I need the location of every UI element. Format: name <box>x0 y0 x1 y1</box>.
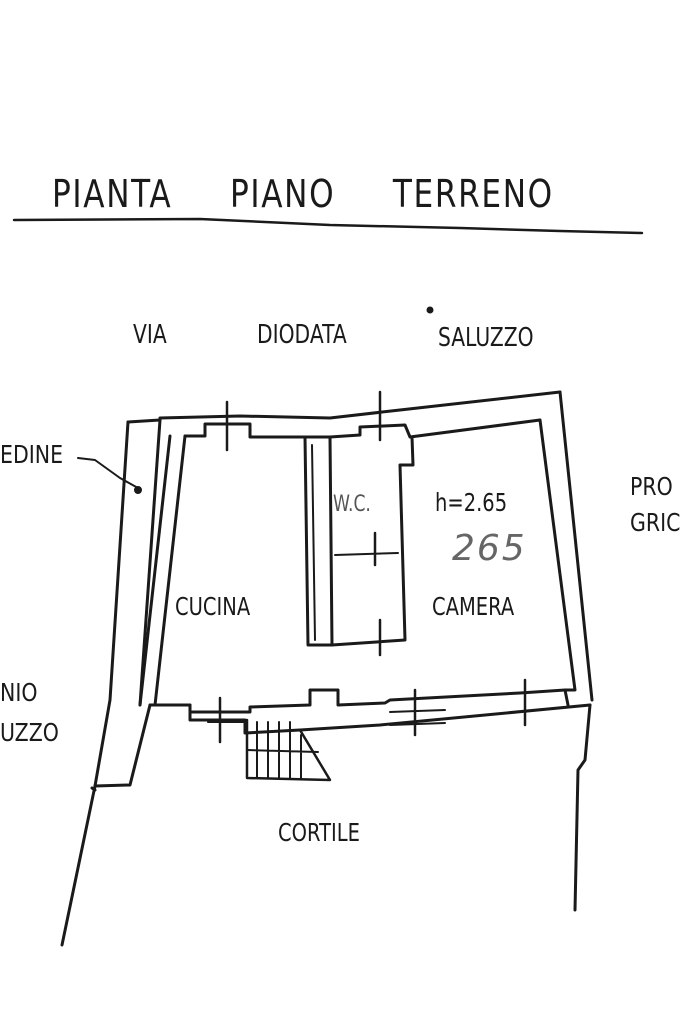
street-label-saluzzo: SALUZZO <box>438 323 534 353</box>
neighbour-right-2: GRIC <box>630 508 681 537</box>
neighbour-left-bottom-2: UZZO <box>0 718 59 747</box>
room-label-courtyard: CORTILE <box>278 818 360 847</box>
ceiling-height: h=2.65 <box>435 488 508 517</box>
east-wall-outer <box>558 390 594 702</box>
neighbour-left-top: EDINE <box>0 440 64 469</box>
south-wall-outer <box>90 703 592 792</box>
street-label-via: VIA <box>133 320 167 350</box>
plan-title: PIANTA PIANO TERRENO <box>52 172 554 216</box>
courtyard-west-boundary <box>60 784 97 947</box>
kitchen-east-wall <box>303 435 334 647</box>
opening-ticks <box>207 390 527 744</box>
kitchen-west-wall <box>153 434 187 707</box>
east-wall-inner <box>538 418 577 707</box>
north-wall-outer <box>158 390 562 420</box>
wc-east-wall <box>330 435 415 647</box>
room-label-bedroom: CAMERA <box>432 592 515 621</box>
south-wall-inner <box>153 688 567 714</box>
edine-leader <box>77 457 139 489</box>
left-party-wall <box>93 420 152 788</box>
title-word-terreno: TERRENO <box>392 172 554 216</box>
courtyard-east-boundary <box>573 703 592 912</box>
handwritten-note: 265 <box>452 528 527 569</box>
title-word-pianta: PIANTA <box>52 172 173 216</box>
neighbour-right-1: PRO <box>630 472 673 501</box>
neighbour-left-bottom-1: NIO <box>0 678 38 707</box>
title-underline <box>12 217 644 235</box>
street-label-diodata: DIODATA <box>257 320 347 350</box>
north-wall-inner <box>183 422 307 439</box>
title-word-piano: PIANO <box>229 172 336 216</box>
room-label-wc: W.C. <box>333 492 371 517</box>
room-label-kitchen: CUCINA <box>175 592 251 621</box>
